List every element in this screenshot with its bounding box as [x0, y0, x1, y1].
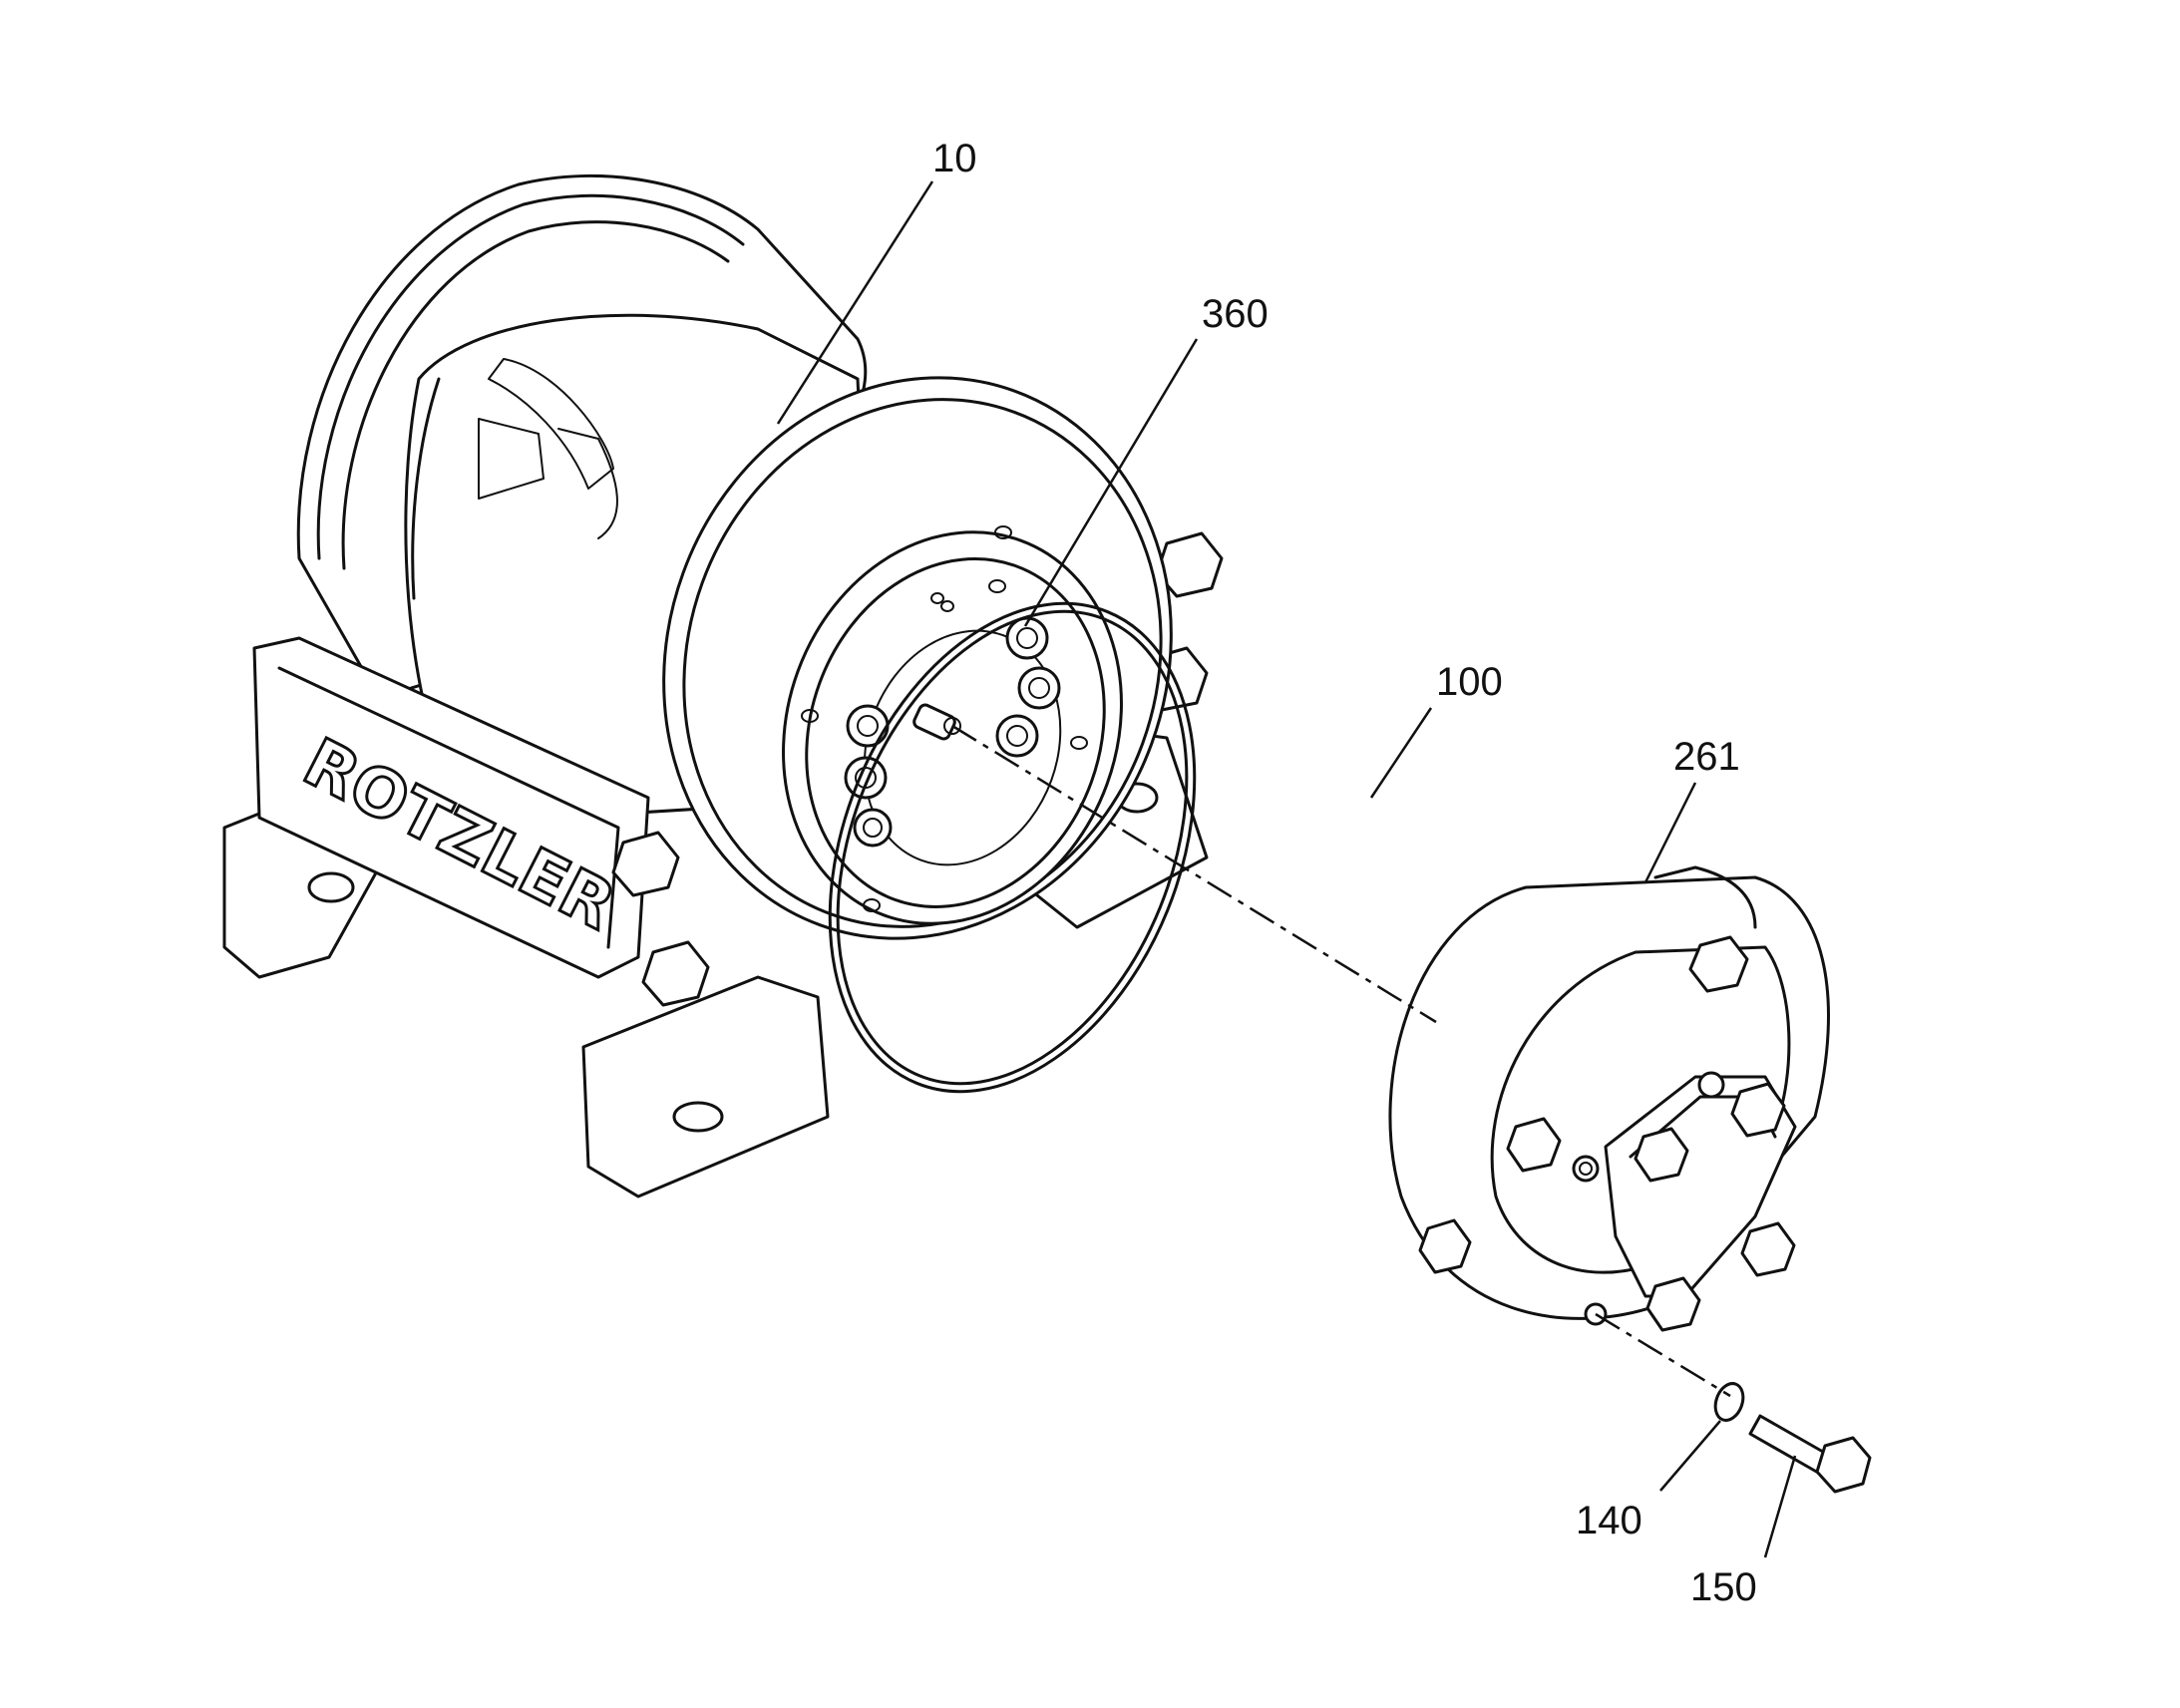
leader-100 — [1369, 707, 1433, 799]
leader-150 — [1763, 1455, 1797, 1558]
hex-bolt — [1748, 1414, 1872, 1494]
leader-10 — [776, 180, 934, 425]
center-axis-bolt — [1595, 1312, 1731, 1398]
leader-140 — [1659, 1420, 1721, 1492]
o-ring-large — [828, 601, 1197, 1094]
callout-140: 140 — [1576, 1499, 1642, 1542]
leader-261 — [1643, 782, 1697, 883]
o-ring-small — [1713, 1382, 1745, 1422]
leader-360 — [1023, 338, 1199, 627]
callout-360: 360 — [1202, 292, 1269, 336]
motor-housing — [1388, 865, 1830, 1332]
callout-150: 150 — [1690, 1565, 1757, 1609]
winch-assembly: ROTZLER — [222, 173, 1224, 1198]
callout-261: 261 — [1673, 735, 1740, 779]
center-axis-main — [951, 724, 1437, 1024]
callout-10: 10 — [932, 137, 977, 180]
callout-100: 100 — [1436, 660, 1503, 704]
